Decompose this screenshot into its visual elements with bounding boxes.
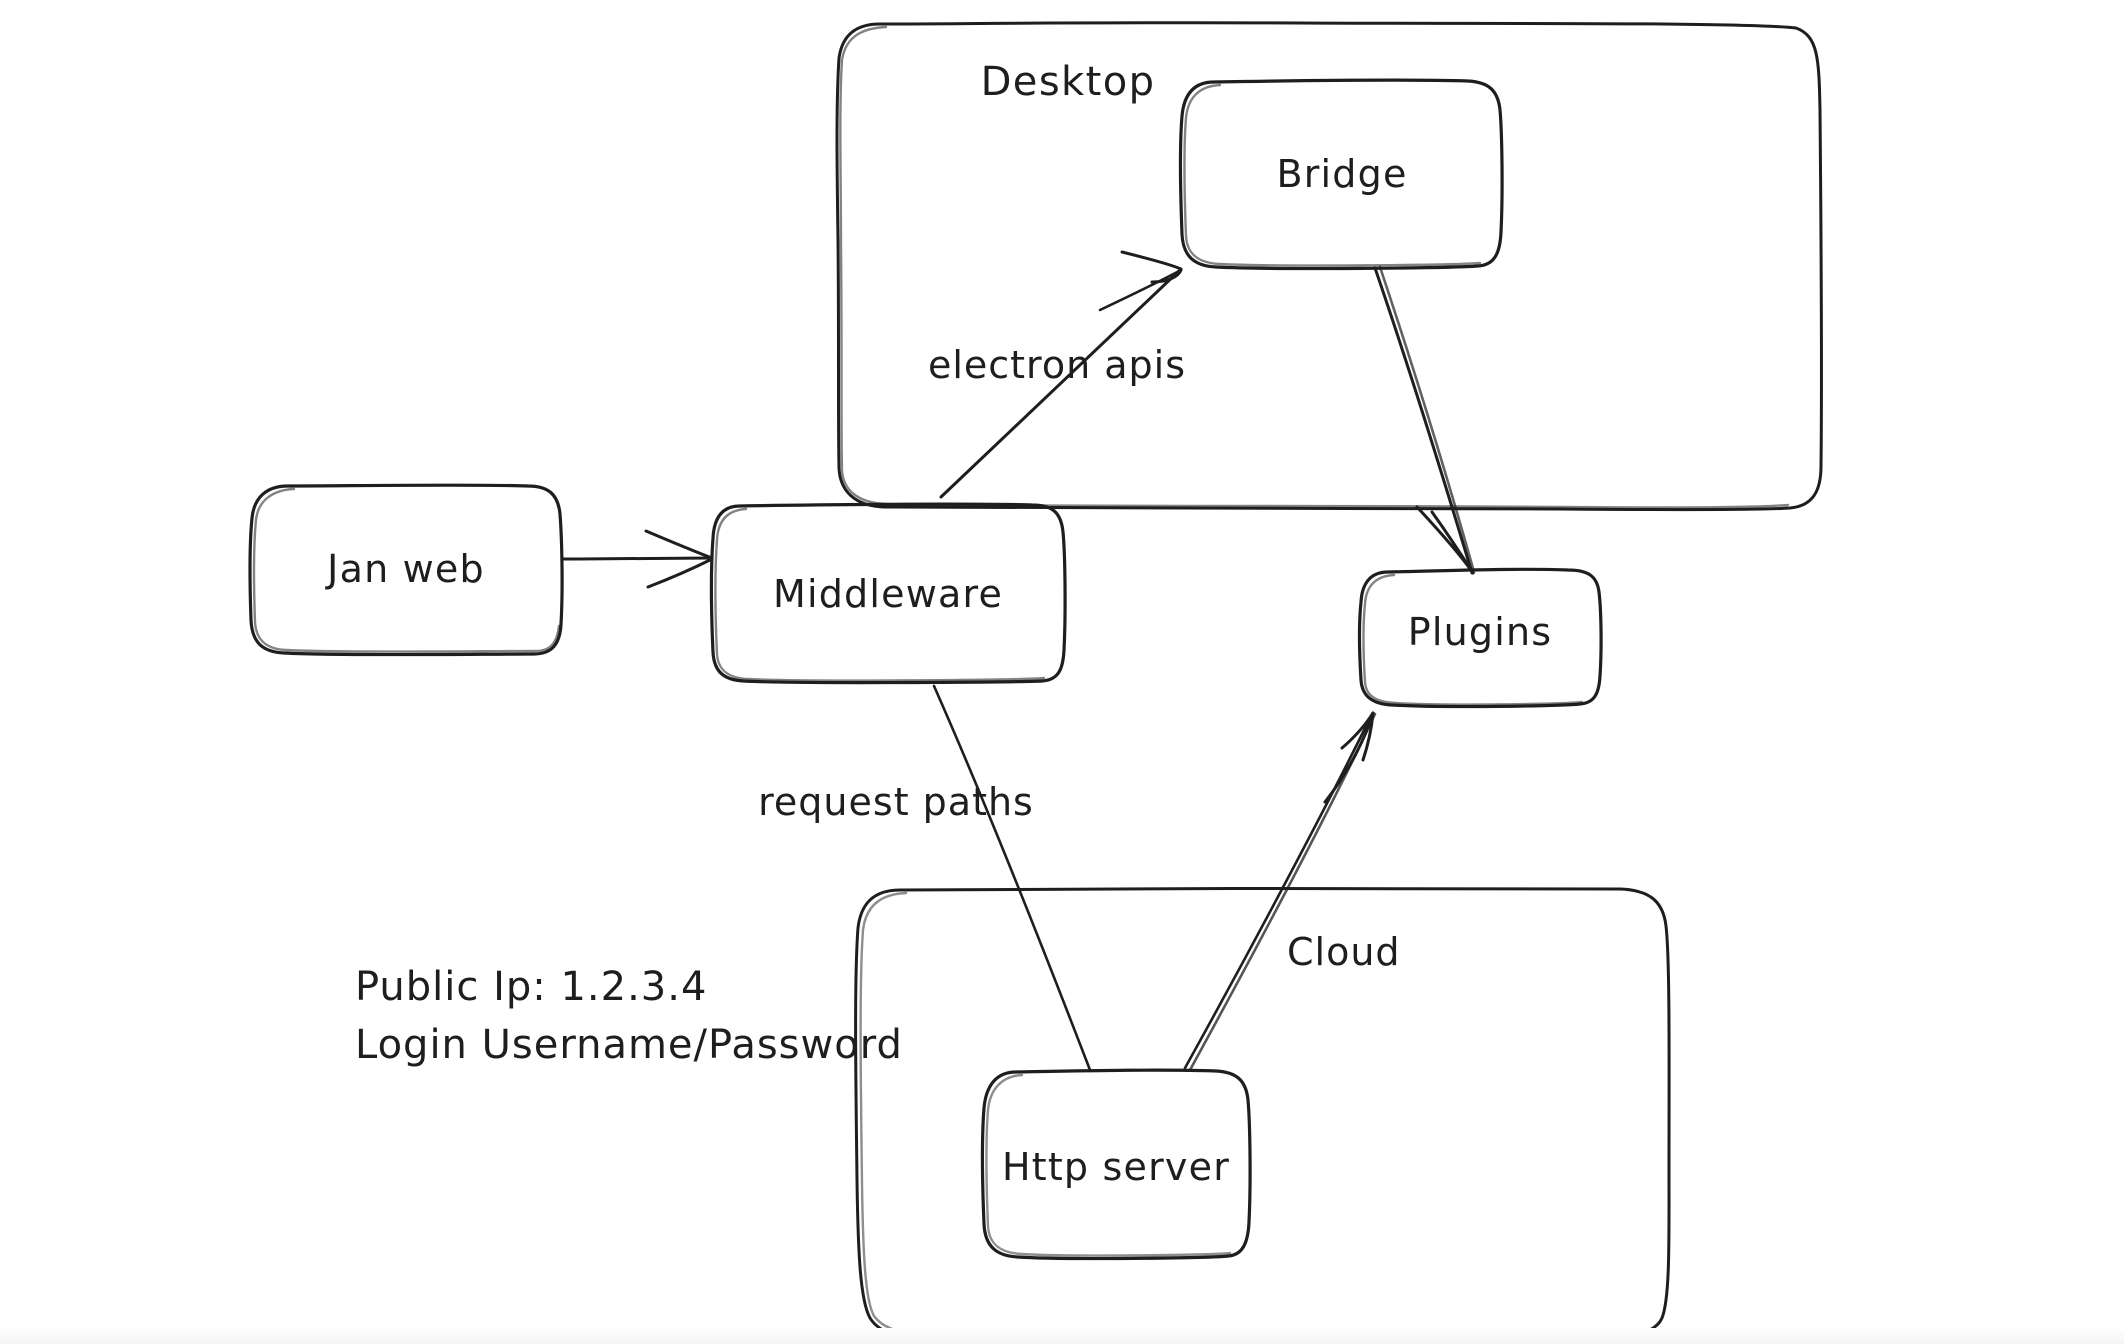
node-http-server-label: Http server <box>1002 1145 1230 1189</box>
container-desktop-label: Desktop <box>981 59 1156 105</box>
container-cloud[interactable] <box>854 886 1671 1341</box>
edge-http-server-to-plugins[interactable]: Cloud <box>1183 711 1401 1072</box>
node-bridge[interactable]: Bridge <box>1178 78 1504 271</box>
node-middleware-label: Middleware <box>773 572 1003 616</box>
note-block: Public Ip: 1.2.3.4 Login Username/Passwo… <box>355 964 903 1068</box>
node-http-server[interactable]: Http server <box>980 1068 1252 1261</box>
node-jan-web-label: Jan web <box>325 547 485 591</box>
node-bridge-label: Bridge <box>1276 152 1407 196</box>
edge-middleware-to-bridge[interactable]: electron apis <box>928 250 1186 499</box>
edge-label-request-paths: request paths <box>758 780 1034 824</box>
note-login: Login Username/Password <box>355 1022 903 1068</box>
edge-http-server-to-middleware[interactable]: request paths <box>758 684 1092 1072</box>
edge-label-cloud: Cloud <box>1287 930 1401 974</box>
note-public-ip: Public Ip: 1.2.3.4 <box>355 964 707 1010</box>
edge-bridge-to-plugins[interactable] <box>1373 265 1476 575</box>
container-desktop[interactable]: Desktop <box>835 21 1823 512</box>
node-jan-web[interactable]: Jan web <box>248 483 564 657</box>
edge-jan-web-to-middleware[interactable] <box>561 529 714 589</box>
bottom-edge-band <box>0 1328 2124 1344</box>
node-plugins[interactable]: Plugins <box>1357 567 1603 709</box>
node-plugins-label: Plugins <box>1408 610 1553 654</box>
node-middleware[interactable]: Middleware <box>709 502 1067 685</box>
edge-label-electron-apis: electron apis <box>928 343 1186 387</box>
